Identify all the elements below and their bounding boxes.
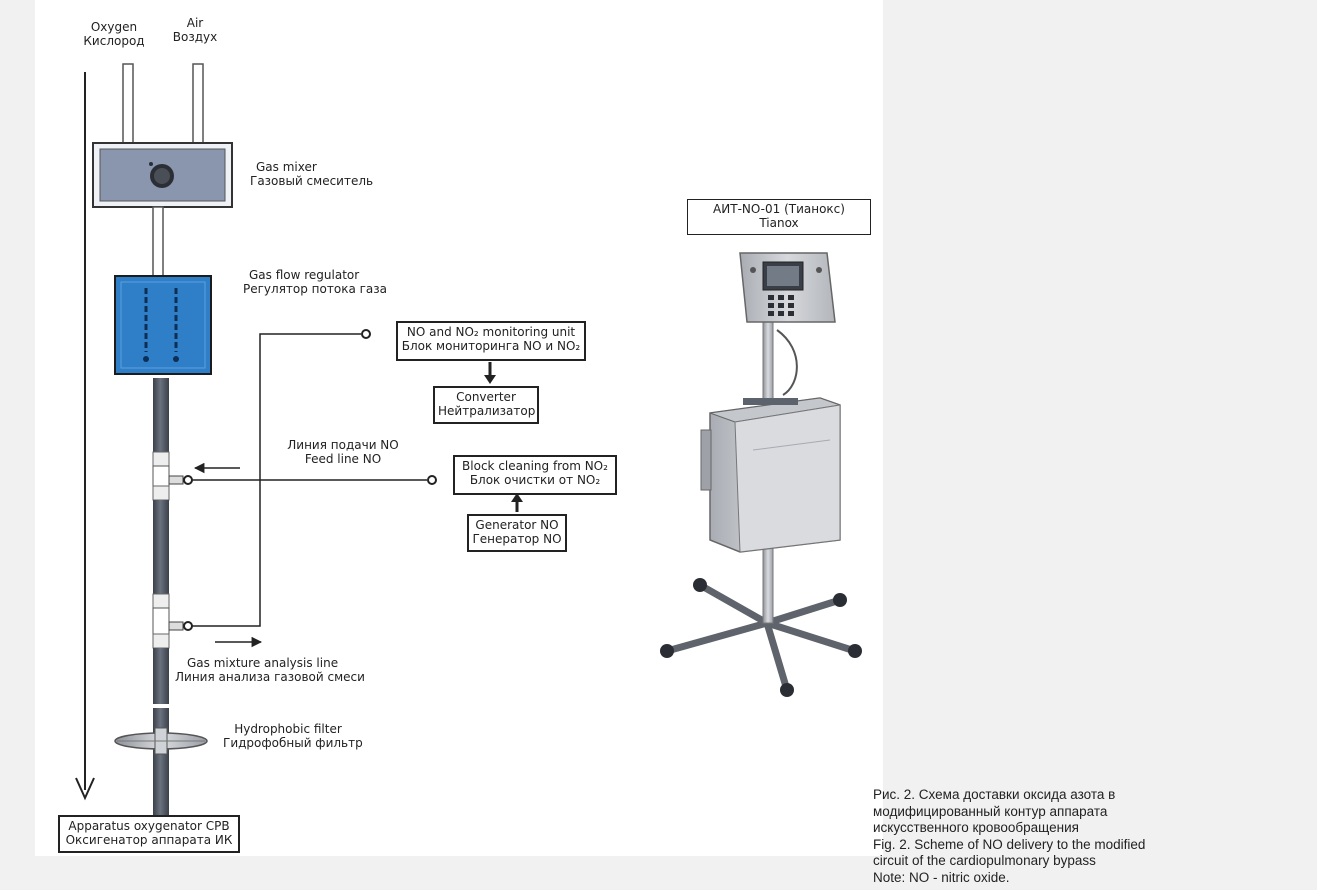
cleaning-block-box: Block cleaning from NO₂ Блок очистки от … bbox=[453, 455, 617, 495]
gas-flow-regulator-unit bbox=[114, 275, 212, 375]
generator-ru: Генератор NO bbox=[472, 532, 562, 546]
oxygen-inlet-label: Oxygen Кислород bbox=[79, 20, 149, 48]
generator-en: Generator NO bbox=[475, 518, 559, 532]
oxygenator-ru: Оксигенатор аппарата ИК bbox=[65, 833, 233, 847]
oxygenator-box: Apparatus oxygenator CPB Оксигенатор апп… bbox=[58, 815, 240, 853]
figure-panel: Oxygen Кислород Air Воздух Gas mixer Газ… bbox=[35, 0, 883, 856]
cleaning-block-ru: Блок очистки от NO₂ bbox=[469, 473, 601, 487]
caption-line: Fig. 2. Scheme of NO delivery to the mod… bbox=[873, 836, 1146, 852]
oxygen-inlet-pipe bbox=[122, 63, 134, 145]
tianox-device-illustration bbox=[660, 252, 862, 697]
analysis-line-en: Gas mixture analysis line bbox=[187, 656, 339, 670]
flow-regulator-en: Gas flow regulator bbox=[249, 268, 360, 282]
converter-en: Converter bbox=[456, 390, 516, 404]
monitoring-unit-box: NO and NO₂ monitoring unit Блок монитори… bbox=[396, 321, 586, 361]
figure-caption: Рис. 2. Схема доставки оксида азота в мо… bbox=[873, 787, 1313, 886]
device-label-box: АИТ-NO-01 (Тианокс) Tianox bbox=[687, 199, 871, 235]
gas-mixer-en: Gas mixer bbox=[256, 160, 317, 174]
flow-direction-arrow bbox=[75, 72, 95, 801]
caption-line: модифицированный контур аппарата bbox=[873, 803, 1108, 819]
cleaning-block-en: Block cleaning from NO₂ bbox=[462, 459, 608, 473]
filter-label: Hydrophobic filter Гидрофобный фильтр bbox=[223, 722, 363, 750]
caption-line: Note: NO - nitric oxide. bbox=[873, 869, 1010, 885]
no-feed-line bbox=[192, 475, 437, 485]
air-ru: Воздух bbox=[172, 30, 218, 44]
flow-regulator-ru: Регулятор потока газа bbox=[243, 282, 388, 296]
feed-line-label: Линия подачи NO Feed line NO bbox=[278, 438, 408, 466]
hydrophobic-filter bbox=[114, 727, 208, 755]
analysis-line-label: Gas mixture analysis line Линия анализа … bbox=[175, 656, 365, 684]
device-ru: АИТ-NO-01 (Тианокс) bbox=[713, 202, 845, 216]
air-en: Air bbox=[186, 16, 204, 30]
feed-line-en: Feed line NO bbox=[304, 452, 382, 466]
schematic-diagram bbox=[75, 63, 862, 816]
gas-mixer-ru: Газовый смеситель bbox=[250, 174, 374, 188]
filter-en: Hydrophobic filter bbox=[234, 722, 342, 736]
generator-to-cleaning-arrow bbox=[511, 493, 523, 512]
oxygenator-en: Apparatus oxygenator CPB bbox=[68, 819, 230, 833]
analysis-t-connector bbox=[168, 621, 193, 631]
oxygen-en: Oxygen bbox=[90, 20, 138, 34]
device-en: Tianox bbox=[759, 216, 799, 230]
caption-line: искусственного кровообращения bbox=[873, 820, 1079, 835]
air-inlet-label: Air Воздух bbox=[165, 16, 225, 44]
feed-t-connector bbox=[168, 475, 193, 485]
air-inlet-pipe bbox=[192, 63, 204, 145]
connector-pipe bbox=[152, 206, 164, 278]
monitoring-unit-en: NO and NO₂ monitoring unit bbox=[406, 325, 576, 339]
caption-line: circuit of the cardiopulmonary bypass bbox=[873, 853, 1096, 868]
gas-mixer-label: Gas mixer Газовый смеситель bbox=[250, 160, 373, 188]
converter-ru: Нейтрализатор bbox=[438, 404, 536, 418]
monitoring-to-converter-arrow bbox=[484, 362, 496, 384]
analysis-line bbox=[192, 329, 371, 627]
caption-line: Рис. 2. Схема доставки оксида азота в bbox=[873, 787, 1116, 802]
oxygen-ru: Кислород bbox=[83, 34, 145, 48]
generator-box: Generator NO Генератор NO bbox=[467, 514, 567, 552]
gas-mixer-unit bbox=[92, 142, 233, 208]
analysis-line-ru: Линия анализа газовой смеси bbox=[175, 670, 365, 684]
flow-regulator-label: Gas flow regulator Регулятор потока газа bbox=[243, 268, 387, 296]
monitoring-unit-ru: Блок мониторинга NO и NO₂ bbox=[401, 339, 581, 353]
filter-ru: Гидрофобный фильтр bbox=[223, 736, 363, 750]
converter-box: Converter Нейтрализатор bbox=[433, 386, 539, 424]
feed-line-ru: Линия подачи NO bbox=[287, 438, 399, 452]
